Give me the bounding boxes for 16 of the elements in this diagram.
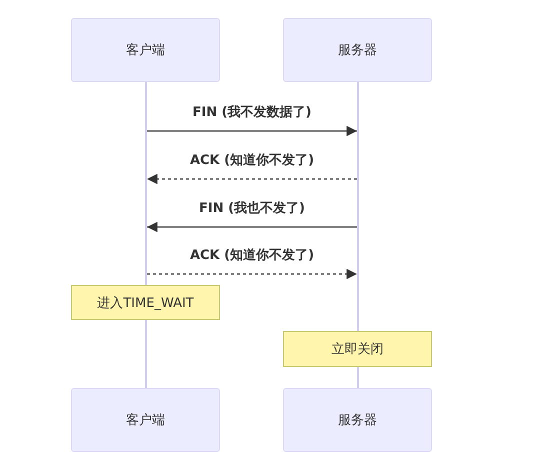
message-arrow	[147, 174, 357, 184]
lifeline	[357, 367, 359, 388]
message-arrow	[147, 268, 357, 280]
lifeline	[145, 320, 147, 388]
participant-box: 服务器	[283, 18, 432, 82]
note-box: 进入TIME_WAIT	[71, 285, 220, 320]
participant-box: 客户端	[71, 18, 220, 82]
lifeline	[145, 82, 147, 285]
edge-label: FIN (我也不发了)	[197, 199, 307, 217]
message-arrow	[147, 126, 357, 136]
participant-box: 客户端	[71, 388, 220, 452]
note-box: 立即关闭	[283, 331, 432, 367]
participant-box: 服务器	[283, 388, 432, 452]
lifeline	[357, 82, 359, 331]
message-arrow	[147, 222, 357, 232]
edge-label: FIN (我不发数据了)	[190, 103, 314, 121]
